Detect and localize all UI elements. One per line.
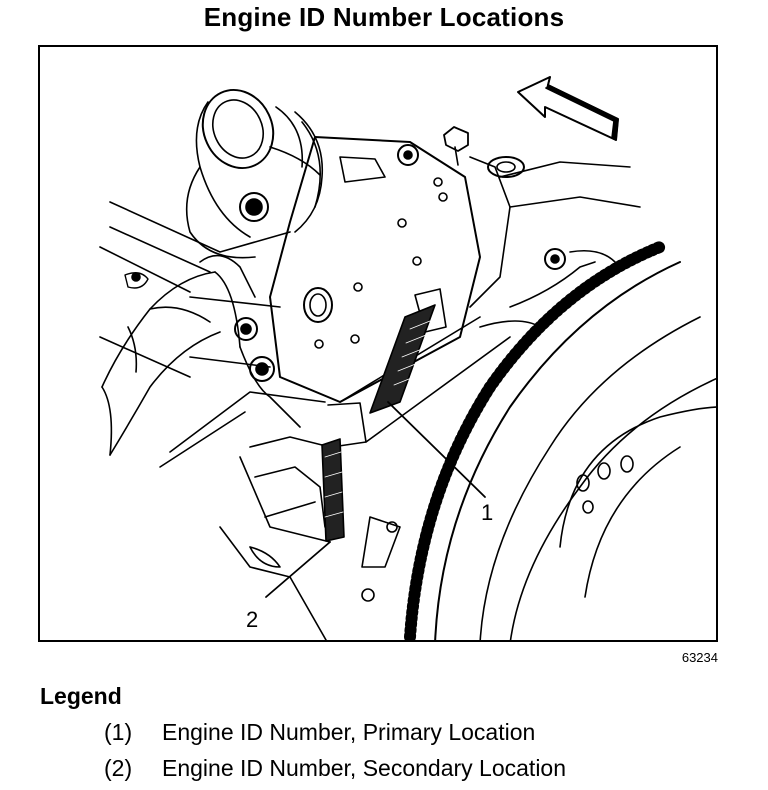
flexplate-holes [559,406,716,548]
id-pad-primary [369,304,436,414]
legend-item-number: (2) [104,755,133,781]
legend-heading: Legend [40,683,122,709]
id-pad-secondary [321,438,345,542]
legend-item-number: (1) [104,719,133,745]
callout-2: 2 [246,607,258,632]
legend-list: (1) Engine ID Number, Primary Location (… [104,714,566,786]
legend-item-text: Engine ID Number, Secondary Location [162,755,567,781]
intake-pipe-upper [185,89,324,259]
figure-number: 63234 [681,650,718,665]
page-title: Engine ID Number Locations [203,2,565,32]
callout-leaders [265,401,486,598]
legend-item: (2) Engine ID Number, Secondary Location [104,750,566,786]
forward-direction-arrow-icon [517,76,619,141]
legend-item-text: Engine ID Number, Primary Location [162,719,536,745]
flywheel-ring-gear [404,241,716,640]
engine-block [99,126,641,640]
intake-pipe-lower [101,254,301,456]
callout-1: 1 [481,500,493,525]
legend-item: (1) Engine ID Number, Primary Location [104,714,566,750]
engine-diagram: 1 2 [38,45,718,642]
